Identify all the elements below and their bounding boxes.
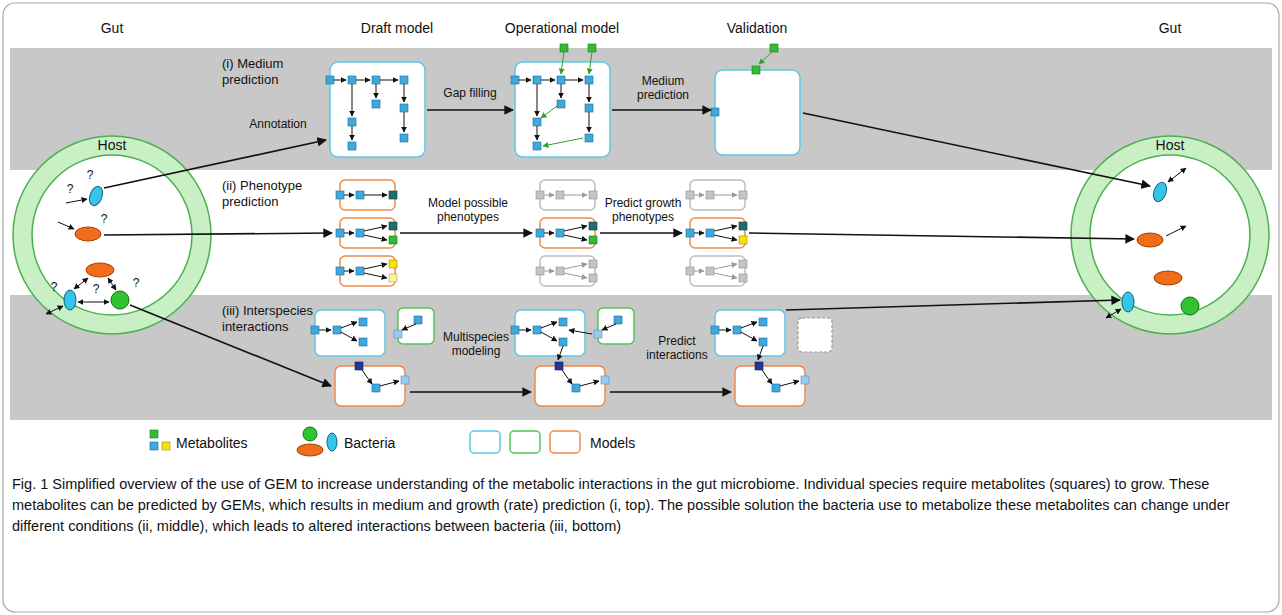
question-mark: ? bbox=[98, 212, 110, 226]
question-mark: ? bbox=[64, 182, 76, 196]
legend-text: Bacteria bbox=[344, 435, 395, 451]
host-label: Host bbox=[12, 137, 212, 154]
column-heading: Gut bbox=[32, 20, 192, 37]
column-heading: Draft model bbox=[317, 20, 477, 37]
question-mark: ? bbox=[130, 276, 142, 290]
step-label: Predict interactions bbox=[640, 334, 714, 363]
step-label: Model possible phenotypes bbox=[404, 196, 532, 225]
host-label: Host bbox=[1070, 137, 1270, 154]
step-label: Predict growth phenotypes bbox=[601, 196, 685, 225]
legend-item: Bacteria bbox=[344, 434, 395, 452]
step-label: Multispecies modeling bbox=[436, 330, 516, 359]
figure-caption: Fig. 1 Simplified overview of the use of… bbox=[12, 474, 1268, 537]
column-heading: Operational model bbox=[482, 20, 642, 37]
step-label: Medium prediction bbox=[620, 74, 706, 103]
step-label: Annotation bbox=[236, 117, 320, 131]
column-heading: Validation bbox=[677, 20, 837, 37]
question-mark: ? bbox=[84, 168, 96, 182]
host-ring bbox=[1070, 135, 1270, 335]
legend-item: Models bbox=[590, 434, 635, 452]
host-ring bbox=[12, 135, 212, 335]
step-label: Gap filling bbox=[428, 86, 512, 100]
column-heading: Gut bbox=[1090, 20, 1250, 37]
question-mark: ? bbox=[90, 282, 102, 296]
band: (i) Medium prediction bbox=[10, 48, 1272, 170]
legend-text: Models bbox=[590, 435, 635, 451]
question-mark: ? bbox=[48, 280, 60, 294]
band: (iii) Interspecies interactions bbox=[10, 295, 1272, 420]
legend-text: Metabolites bbox=[176, 435, 248, 451]
host-circle: Host bbox=[1070, 135, 1270, 335]
row-label: (i) Medium prediction bbox=[222, 56, 334, 87]
legend-item: Metabolites bbox=[176, 434, 248, 452]
row-label: (ii) Phenotype prediction bbox=[222, 178, 334, 209]
row-label: (iii) Interspecies interactions bbox=[222, 303, 334, 334]
host-circle: Host bbox=[12, 135, 212, 335]
